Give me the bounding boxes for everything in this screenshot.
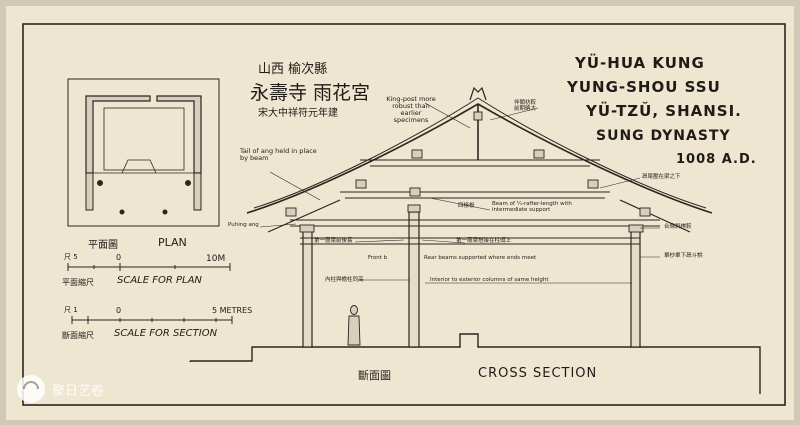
annotation-front-b: Front b — [368, 255, 388, 261]
annotation-beam-cn: 四椽栿 — [458, 203, 475, 209]
paper — [6, 6, 794, 420]
scale-section-unit: 尺 1 — [64, 306, 78, 314]
ground-platform — [189, 333, 761, 394]
annotation-puhing-ang: Puhing ang — [228, 222, 259, 228]
watermark-text: 聚日艺卷 — [52, 384, 105, 399]
annotation-bracket-cn-1: 第一層梁前後長 — [314, 238, 353, 244]
year-label: 1008 A.D. — [676, 152, 757, 167]
annotation-beam-en: Beam of ¼-rafter-length with intermediat… — [492, 201, 572, 213]
scale-bar-section — [71, 316, 233, 324]
annotation-tail-of-ang: Tail of ang held in place by beam — [240, 147, 317, 162]
annotation-rear-beams: Rear beams supported where ends meet — [424, 255, 537, 261]
annotation-bracket-cn-2: 第一層梁搭接在柱頭上 — [456, 238, 512, 244]
romanized-name-1: YÜ-HUA KUNG — [575, 54, 705, 72]
border — [22, 23, 786, 406]
annotation-right-cn-2: 單杪單下昂斗栱 — [664, 253, 703, 259]
annotation-interior-cn: 內柱與檐柱同高 — [325, 277, 364, 283]
annotation-right-cn-1: 合條斜棋較 — [664, 224, 692, 230]
annotation-interior-en: Interior to exterior columns of same hei… — [430, 277, 549, 283]
scale-plan-max: 10M — [206, 254, 226, 264]
section-label-en: CROSS SECTION — [478, 366, 598, 381]
scale-section-caption-en: SCALE FOR SECTION — [114, 328, 218, 339]
scale-plan-caption-cn: 平面縮尺 — [62, 278, 94, 287]
watermark-icon — [17, 375, 45, 403]
plan-label-cn: 平面圖 — [88, 240, 118, 251]
leader-lines — [259, 102, 660, 284]
scale-plan-unit: 尺 5 — [64, 253, 78, 261]
plan-label-en: PLAN — [158, 236, 187, 249]
dynasty-label: SUNG DYNASTY — [596, 128, 731, 144]
province-county-label: 山西 榆次縣 — [258, 62, 328, 77]
section-label-cn: 斷面圖 — [358, 369, 391, 382]
beams — [267, 159, 691, 245]
human-scale-figure — [347, 305, 361, 346]
scale-plan-caption-en: SCALE FOR PLAN — [117, 275, 202, 286]
annotation-king-post: King-post more robust than earlier speci… — [386, 95, 436, 124]
floor-plan — [67, 78, 220, 227]
romanized-location: YÜ-TZŬ, SHANSI. — [586, 102, 742, 120]
temple-name-label: 永壽寺 雨花宮 — [250, 82, 371, 104]
scale-bar-plan — [67, 263, 231, 271]
annotation-eaves-cn: 昂尾壓在梁之下 — [642, 174, 681, 180]
date-cn-label: 宋大中祥符元年建 — [258, 108, 338, 119]
scale-plan-zero: 0 — [116, 253, 122, 262]
romanized-name-2: YUNG-SHOU SSU — [567, 78, 721, 96]
annotation-ridge-cn: 伴類枋較前期略大 — [514, 100, 537, 112]
scale-section-zero: 0 — [116, 306, 122, 315]
scale-section-max: 5 METRES — [212, 306, 253, 315]
bracket-clusters — [285, 111, 651, 233]
scale-section-caption-cn: 斷面縮尺 — [62, 331, 94, 340]
